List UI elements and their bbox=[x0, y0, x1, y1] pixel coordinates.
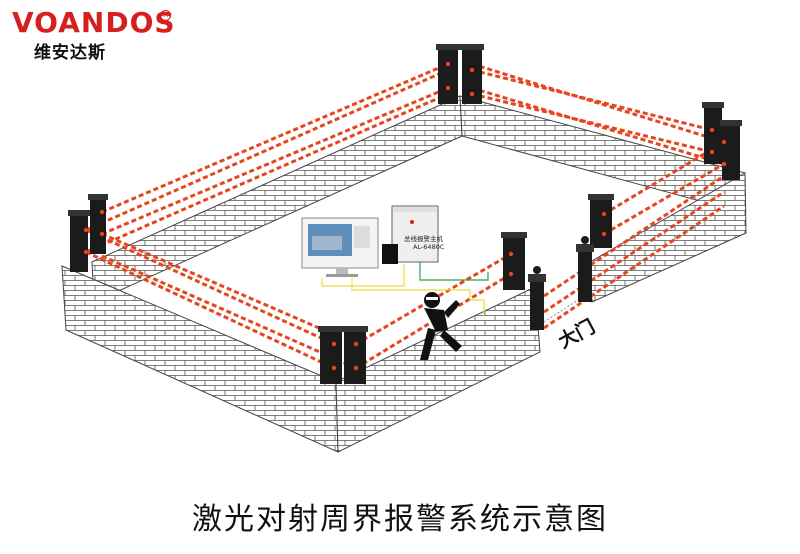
detector-post-front bbox=[318, 326, 368, 384]
laser-beam bbox=[543, 190, 725, 314]
brick-walls bbox=[61, 95, 747, 453]
controller-emblem-icon bbox=[410, 220, 414, 224]
laser-beam bbox=[543, 204, 725, 330]
detector-post-left bbox=[68, 194, 108, 272]
monitoring-computer bbox=[301, 217, 379, 277]
keypad bbox=[382, 244, 398, 264]
laser-beam bbox=[471, 86, 725, 166]
gate-pillar-left bbox=[530, 280, 544, 330]
laser-beam bbox=[543, 174, 725, 298]
laser-beam bbox=[471, 68, 713, 132]
brand-chinese-name: 维安达斯 bbox=[34, 43, 106, 63]
detector-post-right-top bbox=[702, 102, 742, 180]
laser-beam bbox=[85, 228, 335, 346]
laser-beam bbox=[101, 86, 449, 236]
laser-beam bbox=[85, 68, 449, 232]
laser-beam bbox=[603, 162, 725, 236]
gate-opening bbox=[543, 299, 579, 323]
alarm-controller-box bbox=[382, 205, 439, 264]
laser-beam bbox=[101, 232, 357, 346]
controller-model: AL-6480C bbox=[413, 243, 445, 251]
wall-back-left bbox=[91, 95, 463, 303]
detector-post-middle bbox=[501, 232, 527, 290]
brand-logo: VOANDOS R 维安达斯 bbox=[12, 6, 176, 64]
signal-wires bbox=[321, 262, 489, 316]
brand-name: VOANDOS bbox=[12, 6, 176, 39]
diagram-caption: 激光对射周界报警系统示意图 bbox=[192, 502, 608, 537]
laser-beam bbox=[101, 254, 357, 370]
wall-front-left bbox=[61, 265, 339, 453]
wall-front-middle bbox=[335, 286, 541, 453]
detector-posts bbox=[68, 44, 742, 384]
detector-post-inner-right bbox=[588, 194, 614, 248]
detector-post-top bbox=[436, 44, 484, 104]
controller-title: 总线报警主机 bbox=[404, 235, 443, 243]
gate-pillar-right bbox=[578, 250, 592, 302]
registered-mark-icon: R bbox=[160, 10, 171, 21]
laser-beam bbox=[101, 62, 449, 214]
laser-beam bbox=[85, 250, 335, 370]
laser-beam bbox=[471, 62, 725, 144]
laser-beam bbox=[85, 92, 449, 254]
gate-pillars bbox=[528, 236, 594, 330]
intruder-figure bbox=[420, 292, 462, 360]
